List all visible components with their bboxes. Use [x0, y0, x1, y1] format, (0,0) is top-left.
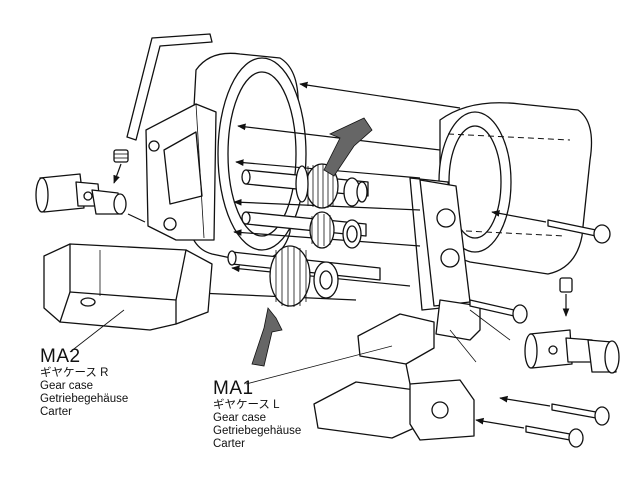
ma1-part-code: MA1	[213, 378, 254, 399]
ma2-leader-line	[69, 309, 125, 353]
ma2-name-german: Getriebegehäuse	[40, 393, 129, 406]
grub-screw-icon	[113, 149, 129, 184]
ma1-name-english: Gear case	[213, 412, 267, 425]
assembly-arrow-icon	[323, 117, 373, 177]
gear-case-rear-housing	[409, 102, 593, 341]
grub-screw-icon	[559, 277, 573, 317]
assembly-arrow-icon	[251, 307, 283, 367]
ma2-part-code: MA2	[40, 346, 81, 367]
ma1-callout: MA1 ギヤケース L Gear case Getriebegehäuse Ca…	[213, 378, 301, 451]
ma1-gear-case-part	[313, 309, 511, 441]
ma1-name-french: Carter	[213, 437, 245, 450]
hex-bolt-icon	[469, 299, 528, 324]
ma2-name-english: Gear case	[40, 380, 94, 393]
hex-bolt-icon	[491, 210, 611, 244]
shaft-gear-middle	[241, 211, 367, 249]
ma1-name-german: Getriebegehäuse	[213, 425, 302, 438]
ma1-name-japanese: ギヤケース L	[213, 399, 280, 412]
shaft-gear-lower	[227, 245, 381, 307]
hex-wrench-icon	[126, 33, 213, 141]
hex-bolt-icon	[475, 417, 584, 448]
gear-case-front-housing	[145, 52, 307, 263]
shaft-gear-upper	[241, 163, 369, 209]
universal-joint-icon	[524, 329, 620, 374]
ma1-leader-line	[245, 345, 393, 385]
ma2-gear-case-part	[43, 243, 213, 331]
ma2-name-french: Carter	[40, 405, 72, 418]
hex-bolt-icon	[499, 395, 610, 426]
ma2-name-japanese: ギヤケース R	[40, 367, 109, 380]
ma2-callout: MA2 ギヤケース R Gear case Getriebegehäuse Ca…	[40, 346, 128, 419]
universal-joint-icon	[35, 173, 146, 223]
